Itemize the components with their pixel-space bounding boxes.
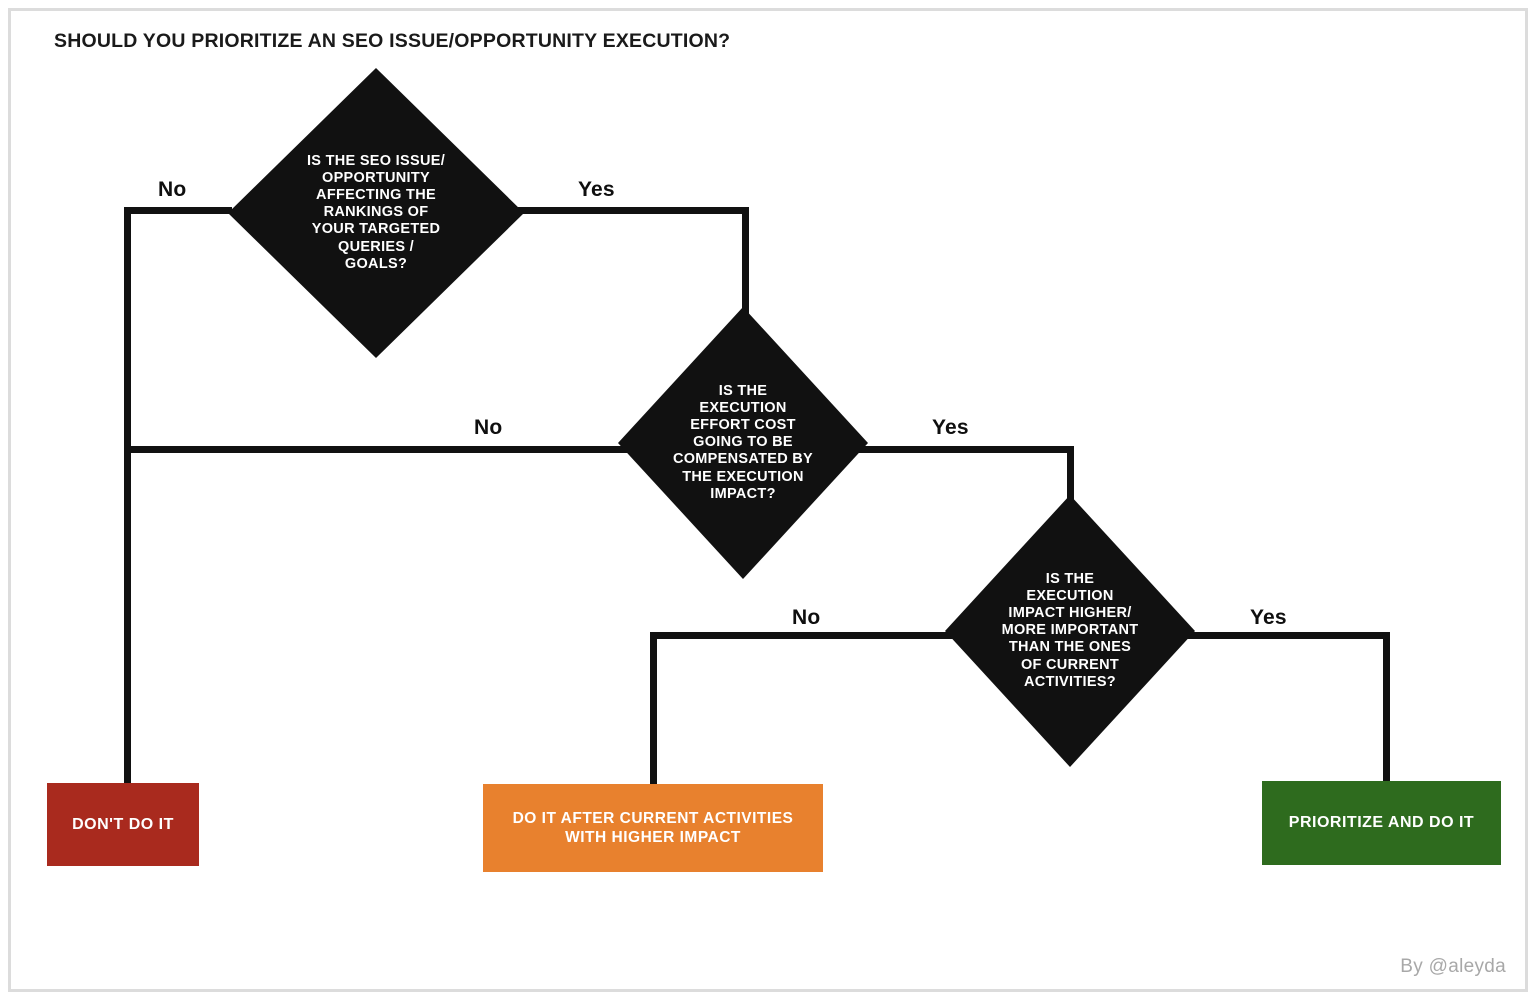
outcome-do-it-after-label: DO IT AFTER CURRENT ACTIVITIES WITH HIGH… bbox=[512, 809, 794, 846]
edge-label-d1-yes: Yes bbox=[578, 178, 615, 201]
outcome-prioritize[interactable]: PRIORITIZE AND DO IT bbox=[1262, 781, 1501, 865]
outcome-dont-do-it-label: DON'T DO IT bbox=[72, 815, 174, 833]
edge-label-d3-yes: Yes bbox=[1250, 606, 1287, 629]
decision-node-3[interactable]: IS THE EXECUTION IMPACT HIGHER/ MORE IMP… bbox=[945, 495, 1195, 767]
connector-d1-yes-horizontal bbox=[518, 207, 749, 214]
outcome-prioritize-label: PRIORITIZE AND DO IT bbox=[1288, 814, 1475, 831]
connector-d3-yes-horizontal bbox=[1170, 632, 1390, 639]
diamond-shape-icon bbox=[618, 307, 868, 579]
edge-label-d2-yes: Yes bbox=[932, 416, 969, 439]
diamond-shape-icon bbox=[945, 495, 1195, 767]
connector-d3-no-horizontal bbox=[650, 632, 970, 639]
edge-label-d2-no: No bbox=[474, 416, 503, 439]
connector-d1-yes-vertical bbox=[742, 207, 749, 352]
connector-d1-no-horizontal bbox=[124, 207, 232, 214]
author-credit: By @aleyda bbox=[1400, 956, 1506, 977]
connector-d3-no-vertical bbox=[650, 632, 657, 787]
edge-label-d1-no: No bbox=[158, 178, 187, 201]
connector-d1-no-vertical bbox=[124, 207, 131, 783]
decision-node-2[interactable]: IS THE EXECUTION EFFORT COST GOING TO BE… bbox=[618, 307, 868, 579]
connector-d3-yes-vertical bbox=[1383, 632, 1390, 782]
connector-d2-yes-horizontal bbox=[843, 446, 1074, 453]
decision-node-1[interactable]: IS THE SEO ISSUE/ OPPORTUNITY AFFECTING … bbox=[228, 68, 524, 358]
outcome-dont-do-it[interactable]: DON'T DO IT bbox=[47, 783, 199, 866]
connector-d2-no-horizontal bbox=[124, 446, 642, 453]
outcome-do-it-after[interactable]: DO IT AFTER CURRENT ACTIVITIES WITH HIGH… bbox=[483, 784, 823, 872]
page-title: SHOULD YOU PRIORITIZE AN SEO ISSUE/OPPOR… bbox=[54, 30, 731, 52]
edge-label-d3-no: No bbox=[792, 606, 821, 629]
diamond-shape-icon bbox=[228, 68, 524, 358]
